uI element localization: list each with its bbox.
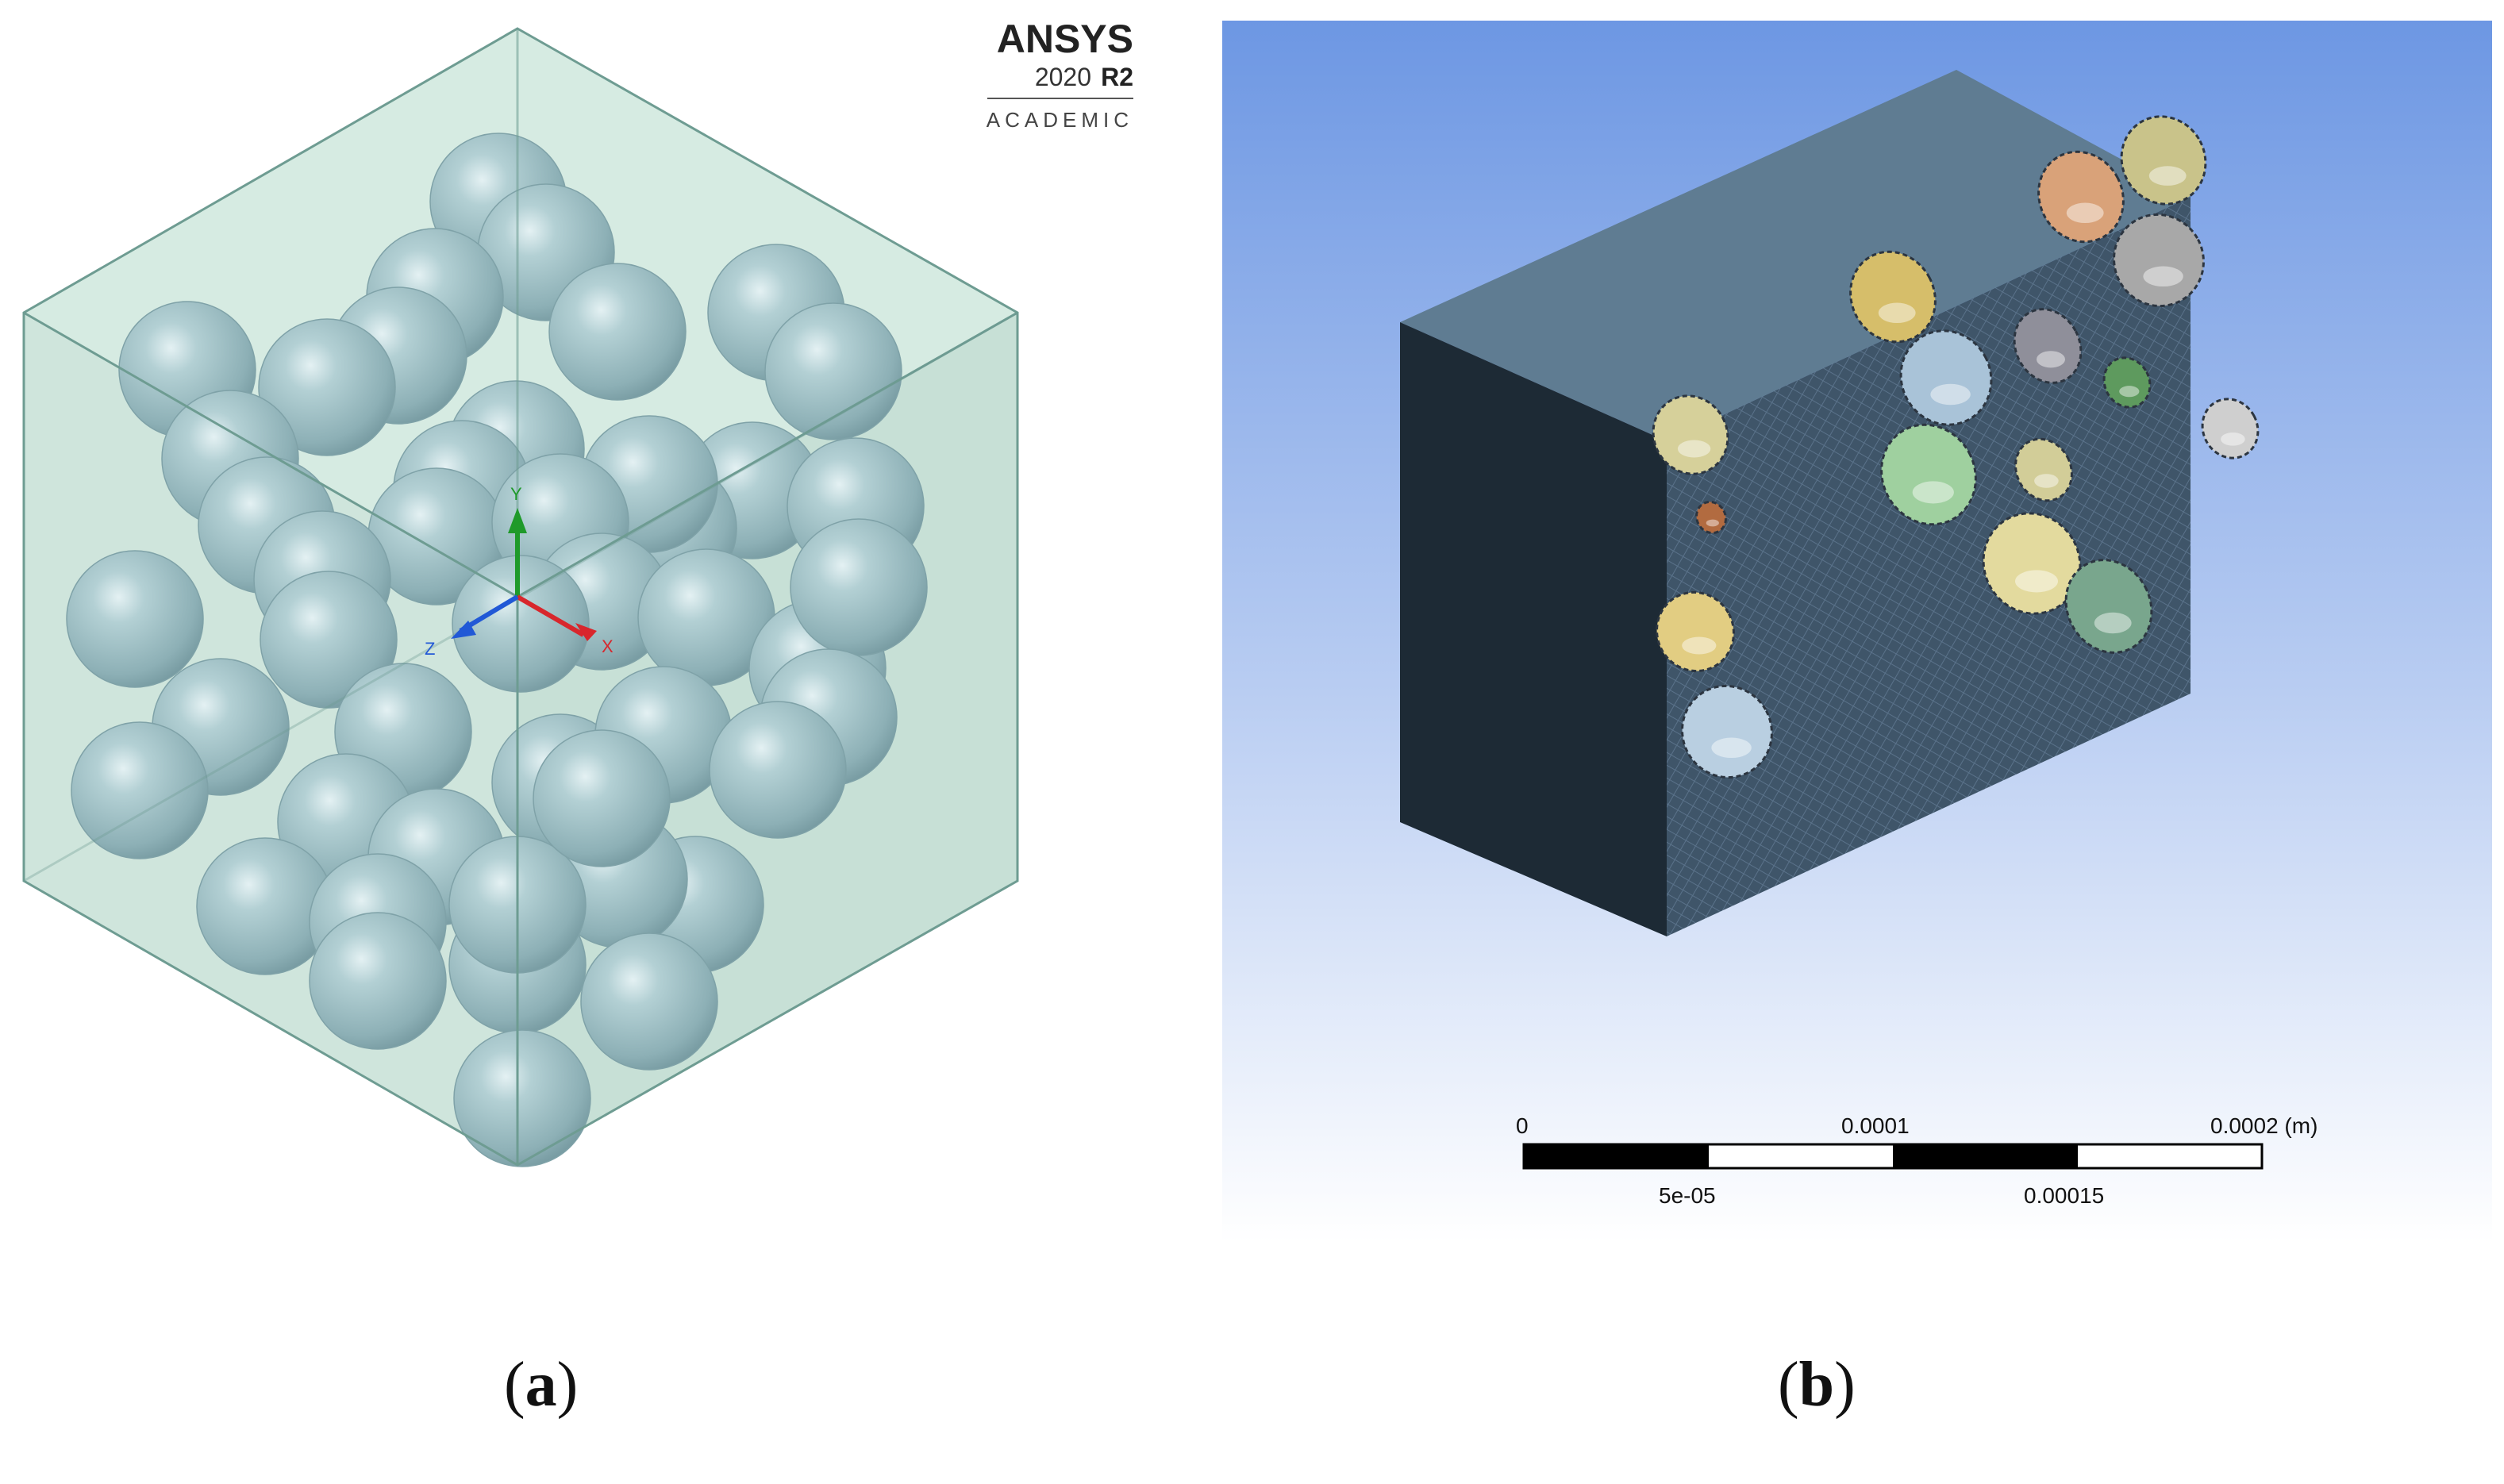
scale-bar: 0 0.0001 0.0002 (m) 5e-05 0.00015 [1516, 1113, 2317, 1208]
pore-hole [1652, 394, 1729, 475]
scale-label-0: 0 [1516, 1113, 1529, 1138]
geometry-view-b: 0 0.0001 0.0002 (m) 5e-05 0.00015 [1222, 21, 2492, 1243]
sphere [453, 1029, 591, 1167]
triad-y-label: Y [510, 484, 522, 504]
pore-hole [2201, 398, 2260, 459]
pore-hole-highlight [1711, 737, 1752, 759]
pore-hole-highlight [1912, 481, 1954, 504]
logo-brand: ANSYS [997, 17, 1133, 61]
sphere [452, 555, 590, 693]
pore-hole [2113, 213, 2205, 308]
block-left-face [1400, 322, 1667, 936]
pore-hole-highlight [1677, 440, 1711, 458]
pore-hole-highlight [2015, 570, 2058, 593]
pore-hole-highlight [2221, 432, 2245, 446]
geometry-view-a: Y X Z ANSYS 2020 R2 ACADEMIC [0, 0, 1151, 1246]
pore-hole-highlight [2034, 474, 2059, 488]
pore-hole [1899, 329, 1993, 426]
pore-hole-highlight [1706, 519, 1719, 527]
scale-label-5e05: 5e-05 [1659, 1183, 1716, 1208]
caption-b: (b) [1778, 1350, 1856, 1420]
sphere [260, 571, 398, 709]
pore-hole [1880, 423, 1977, 526]
pore-hole-highlight [1682, 636, 1717, 655]
pore-hole-highlight [2066, 202, 2104, 224]
pore-hole [1695, 500, 1727, 535]
block-top-face [1400, 70, 2191, 441]
sphere [580, 932, 718, 1071]
axis-triad[interactable]: Y X Z [425, 484, 613, 659]
packed-spheres-viewport: Y X Z ANSYS 2020 R2 ACADEMIC [22, 17, 1133, 1167]
sphere [548, 263, 687, 401]
ansys-logo: ANSYS 2020 R2 ACADEMIC [987, 17, 1133, 132]
scale-label-000015: 0.00015 [2024, 1183, 2104, 1208]
pore-hole-highlight [2119, 386, 2140, 398]
pore-hole-highlight [2143, 266, 2183, 287]
pore-hole [2064, 559, 2153, 654]
sphere [309, 912, 447, 1050]
sphere-pack [66, 133, 928, 1167]
logo-version-release: R2 [1101, 63, 1133, 91]
pore-hole-highlight [1878, 302, 1916, 324]
sphere [71, 721, 209, 859]
pore-hole [2102, 356, 2152, 409]
logo-version-year: 2020 [1035, 63, 1091, 91]
pore-hole [1656, 590, 1735, 673]
sphere [533, 729, 671, 867]
triad-z-label: Z [425, 639, 435, 659]
sphere [66, 550, 204, 688]
scale-label-0001: 0.0001 [1841, 1113, 1910, 1138]
pore-hole-highlight [2094, 612, 2132, 634]
sphere [258, 318, 396, 456]
sphere [709, 701, 847, 839]
pore-hole [1681, 684, 1773, 779]
pore-hole [2013, 308, 2083, 384]
pore-hole [1982, 512, 2082, 615]
pore-hole [2014, 437, 2073, 502]
pore-hole [2037, 150, 2125, 244]
caption-a: (a) [504, 1350, 579, 1420]
triad-x-label: X [602, 636, 613, 656]
pore-hole [2120, 115, 2207, 206]
pore-hole-highlight [2037, 351, 2065, 368]
logo-edition: ACADEMIC [987, 108, 1133, 132]
sphere [764, 302, 902, 440]
sphere [790, 518, 928, 656]
pore-hole-highlight [1930, 383, 1971, 406]
pore-hole-highlight [2148, 166, 2187, 186]
scale-label-0002: 0.0002 (m) [2210, 1113, 2317, 1138]
pore-hole [1849, 250, 1937, 344]
porous-block-viewport: 0 0.0001 0.0002 (m) 5e-05 0.00015 [1222, 21, 2492, 1243]
pore-holes [1652, 115, 2260, 779]
